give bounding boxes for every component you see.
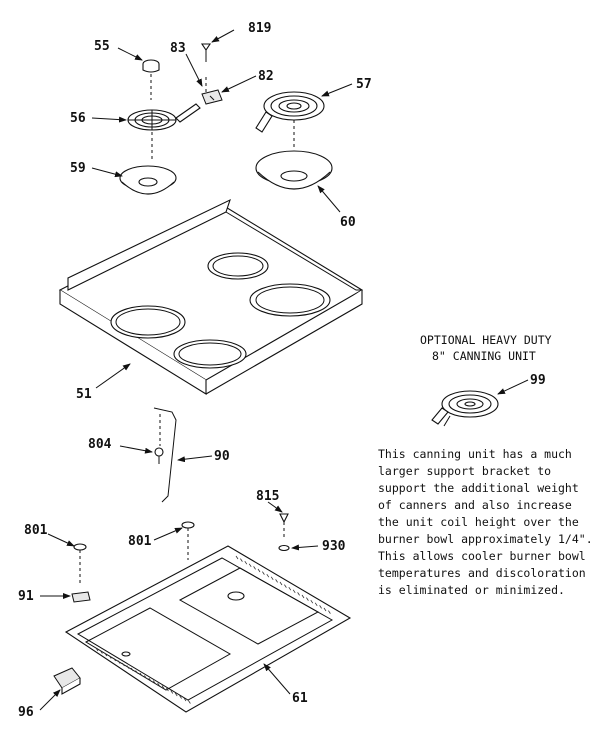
part-61-main-top: [64, 545, 352, 713]
vent-slot: [306, 597, 309, 601]
vent-slot: [323, 607, 327, 612]
label-57: 57: [356, 77, 372, 92]
part-96-bracket: [53, 667, 81, 695]
vent-slot: [310, 599, 314, 604]
vent-slot: [144, 675, 147, 679]
vent-slot: [183, 697, 187, 702]
vent-slot: [108, 655, 112, 659]
label-51: 51: [76, 387, 92, 402]
vent-slot: [257, 568, 261, 573]
vent-slot: [319, 605, 322, 609]
label-801-right: 801: [128, 534, 152, 549]
vent-slot: [314, 602, 318, 607]
note-line: is eliminated or minimized.: [378, 583, 565, 597]
part-57-surface-unit: [255, 91, 325, 150]
note-line: support the additional weight: [378, 481, 579, 495]
label-59: 59: [70, 161, 86, 176]
label-82: 82: [258, 69, 274, 84]
vent-slot: [100, 650, 103, 654]
label-99: 99: [530, 373, 546, 388]
label-83: 83: [170, 41, 186, 56]
leader-lines: [39, 29, 529, 711]
part-61-vent-slots: [95, 555, 331, 704]
label-815: 815: [256, 489, 279, 504]
label-91: 91: [18, 589, 34, 604]
vent-slot: [301, 594, 305, 599]
vent-slot: [253, 566, 256, 570]
vent-slot: [297, 592, 300, 596]
part-90-rod: [153, 407, 177, 503]
label-55: 55: [94, 39, 110, 54]
vent-slot: [240, 558, 243, 562]
part-815-screw: [279, 513, 289, 540]
part-51-cooktop: [58, 198, 364, 395]
vent-slot: [248, 563, 252, 568]
vent-slot: [126, 665, 130, 669]
vent-slot: [292, 589, 296, 594]
vent-slot: [174, 692, 178, 697]
vent-slot: [139, 672, 143, 677]
label-61: 61: [292, 691, 308, 706]
canning-unit-note: This canning unit has a much larger supp…: [378, 447, 593, 597]
vent-slot: [266, 573, 270, 578]
label-801-left: 801: [24, 523, 48, 538]
note-line: burner bowl approximately 1/4".: [378, 532, 593, 546]
vent-slot: [135, 670, 138, 674]
note-line: This allows cooler burner bowl: [378, 549, 586, 563]
part-55-knob: [142, 59, 160, 100]
vent-slot: [130, 667, 134, 672]
label-819: 819: [248, 21, 271, 36]
part-60-drip-bowl: [255, 150, 333, 190]
optional-unit-title-line2: 8" CANNING UNIT: [432, 349, 536, 363]
vent-slot: [166, 687, 169, 692]
optional-unit-title-line1: OPTIONAL HEAVY DUTY: [420, 333, 552, 347]
label-56: 56: [70, 111, 86, 126]
part-82-terminal-block: [201, 76, 223, 105]
vent-slot: [288, 586, 292, 591]
note-line: temperatures and discoloration: [378, 566, 586, 580]
part-99-canning-unit: [431, 390, 499, 427]
part-930-washer: [278, 544, 290, 552]
part-91-clip: [71, 591, 91, 603]
note-line: This canning unit has a much: [378, 447, 572, 461]
vent-slot: [95, 647, 99, 652]
vent-slot: [161, 685, 165, 689]
note-line: of canners and also increase: [378, 498, 572, 512]
vent-slot: [188, 700, 191, 704]
vent-slot: [157, 682, 160, 687]
vent-slot: [270, 576, 274, 581]
vent-slot: [262, 571, 265, 575]
part-56-surface-unit: [127, 103, 201, 160]
vent-slot: [113, 657, 116, 662]
vent-slot: [117, 660, 121, 664]
part-59-drip-bowl: [119, 165, 177, 195]
vent-slot: [275, 579, 278, 583]
part-804-screw: [154, 447, 164, 464]
label-930: 930: [322, 539, 346, 554]
vent-slot: [122, 662, 125, 667]
label-60: 60: [340, 215, 356, 230]
part-819-screw: [200, 43, 212, 62]
vent-slot: [148, 677, 152, 682]
vent-slot: [104, 652, 108, 657]
label-90: 90: [214, 449, 230, 464]
vent-slot: [179, 695, 182, 699]
note-line: larger support bracket to: [378, 464, 551, 478]
part-801-screw-left: [73, 543, 87, 584]
vent-slot: [328, 610, 331, 614]
vent-slot: [284, 584, 287, 588]
vent-slot: [244, 560, 248, 565]
label-96: 96: [18, 705, 34, 720]
vent-slot: [279, 581, 283, 586]
note-line: the unit coil height over the: [378, 515, 579, 529]
part-801-screw-right: [181, 521, 195, 560]
label-804: 804: [88, 437, 112, 452]
vent-slot: [235, 555, 239, 560]
vent-slot: [152, 680, 156, 684]
vent-slot: [170, 690, 174, 694]
